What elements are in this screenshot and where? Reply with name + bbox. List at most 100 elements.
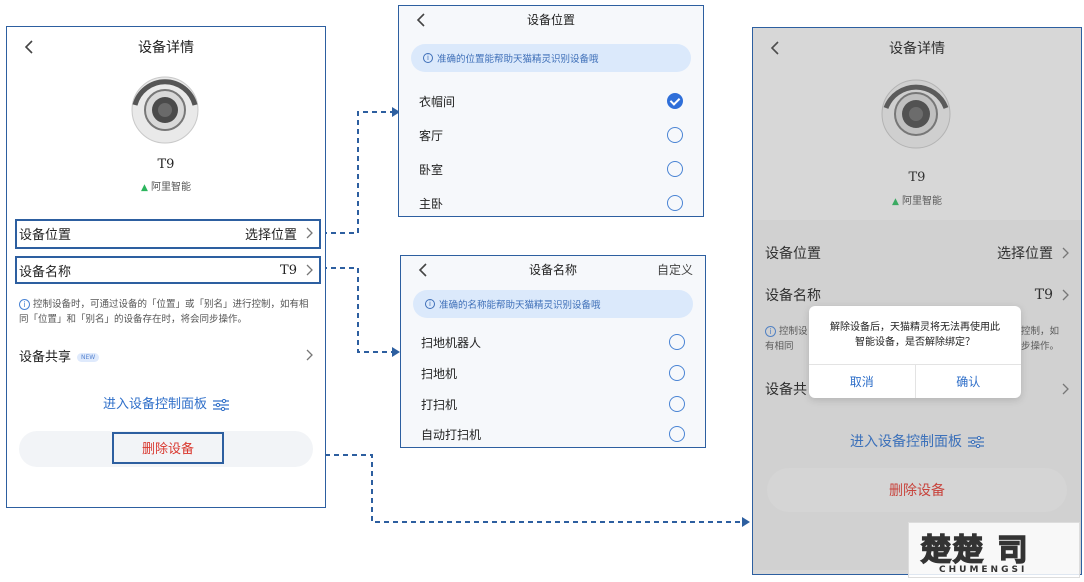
delete-device-button[interactable]: 删除设备 bbox=[889, 483, 945, 499]
name-row-highlight bbox=[15, 256, 321, 284]
back-arrow-icon[interactable] bbox=[19, 35, 39, 59]
chevron-right-icon bbox=[1062, 247, 1069, 259]
radio-icon[interactable] bbox=[667, 161, 683, 177]
name-value: T9 bbox=[280, 262, 297, 278]
option-label: 扫地机器人 bbox=[421, 335, 482, 350]
name-label: 设备名称 bbox=[765, 288, 821, 304]
watermark-text: 楚楚 司 bbox=[920, 532, 1030, 569]
dialog-buttons: 取消 确认 bbox=[809, 364, 1021, 398]
location-option[interactable]: 衣帽间 bbox=[399, 86, 703, 116]
sliders-icon bbox=[213, 398, 229, 411]
control-panel-link[interactable]: 进入设备控制面板 bbox=[753, 431, 1081, 451]
radio-icon[interactable] bbox=[667, 195, 683, 211]
name-row[interactable]: 设备名称 T9 bbox=[7, 256, 325, 284]
location-value: 选择位置 bbox=[244, 227, 297, 243]
back-arrow-icon[interactable] bbox=[765, 36, 785, 60]
chevron-right-icon bbox=[1062, 383, 1069, 395]
delete-button-bg bbox=[19, 431, 313, 467]
watermark-subtext: CHUMENGSI bbox=[939, 565, 1028, 575]
name-option[interactable]: 扫地机器人 bbox=[401, 327, 705, 357]
info-icon: i bbox=[19, 299, 30, 310]
name-tip-text: 准确的名称能帮助天猫精灵识别设备哦 bbox=[439, 300, 601, 311]
connector-name bbox=[322, 267, 392, 353]
brand-text: 阿里智能 bbox=[901, 196, 942, 207]
name-option[interactable]: 扫地机 bbox=[401, 358, 705, 388]
watermark-logo: 楚楚 司 CHUMENGSI bbox=[908, 522, 1080, 578]
location-row-highlight bbox=[15, 219, 321, 249]
cancel-button[interactable]: 取消 bbox=[849, 375, 874, 389]
brand-label: ▲阿里智能 bbox=[7, 178, 325, 193]
control-panel-link[interactable]: 进入设备控制面板 bbox=[7, 393, 325, 412]
confirm-button[interactable]: 确认 bbox=[914, 365, 1022, 398]
location-option[interactable]: 卧室 bbox=[399, 154, 703, 184]
header: 设备详情 bbox=[753, 28, 1081, 68]
control-panel-link-text: 进入设备控制面板 bbox=[850, 434, 962, 450]
robot-vacuum-icon bbox=[131, 76, 199, 144]
header: 设备名称 自定义 bbox=[401, 256, 705, 282]
radio-icon[interactable] bbox=[667, 127, 683, 143]
radio-icon[interactable] bbox=[669, 426, 685, 442]
chevron-right-icon bbox=[1062, 289, 1069, 301]
delete-device-button[interactable]: 删除设备 bbox=[112, 432, 224, 464]
name-label: 设备名称 bbox=[19, 264, 72, 280]
robot-vacuum-icon bbox=[881, 79, 951, 149]
share-label: 设备共 bbox=[765, 382, 807, 398]
radio-icon[interactable] bbox=[669, 396, 685, 412]
brand-label: ▲阿里智能 bbox=[753, 192, 1081, 207]
note-text: 控制设 bbox=[779, 326, 808, 337]
share-label: 设备共享 bbox=[19, 349, 72, 365]
brand-logo-icon: ▲ bbox=[141, 183, 148, 193]
brand-logo-icon: ▲ bbox=[892, 197, 899, 207]
location-label: 设备位置 bbox=[19, 227, 72, 243]
radio-icon[interactable] bbox=[669, 334, 685, 350]
share-row[interactable]: 设备共 bbox=[753, 374, 1081, 404]
name-row[interactable]: 设备名称 T9 bbox=[753, 280, 1081, 310]
page-title: 设备详情 bbox=[138, 40, 194, 56]
location-row[interactable]: 设备位置 选择位置 bbox=[7, 219, 325, 247]
name-option[interactable]: 自动打扫机 bbox=[401, 419, 705, 447]
note-text: 有相同 bbox=[765, 341, 794, 352]
name-value: T9 bbox=[1034, 287, 1053, 303]
location-row[interactable]: 设备位置 选择位置 bbox=[753, 238, 1081, 268]
arrowhead-delete bbox=[742, 517, 750, 527]
chevron-right-icon bbox=[306, 349, 313, 361]
dialog-line: 智能设备，是否解除绑定？ bbox=[855, 337, 975, 348]
page-title: 设备详情 bbox=[889, 41, 945, 57]
control-panel-link-text: 进入设备控制面板 bbox=[102, 397, 207, 412]
location-value: 选择位置 bbox=[997, 246, 1053, 262]
chevron-right-icon bbox=[306, 264, 313, 276]
name-option[interactable]: 打扫机 bbox=[401, 389, 705, 419]
delete-button-bg bbox=[767, 468, 1067, 512]
arrowhead-name bbox=[392, 347, 400, 357]
control-note-right: 控制，如步操作。 bbox=[1021, 324, 1077, 354]
custom-name-button[interactable]: 自定义 bbox=[656, 262, 693, 277]
page-title: 设备名称 bbox=[528, 262, 577, 277]
control-note-text: 控制设备时，可通过设备的「位置」或「别名」进行控制，如有相同「位置」和「别名」的… bbox=[19, 299, 309, 325]
info-icon: i bbox=[765, 326, 776, 337]
option-label: 打扫机 bbox=[421, 397, 458, 412]
location-option[interactable]: 主卧 bbox=[399, 188, 703, 216]
location-label: 设备位置 bbox=[765, 246, 821, 262]
back-arrow-icon[interactable] bbox=[411, 8, 431, 32]
option-label: 客厅 bbox=[419, 128, 444, 143]
note-text: 步操作。 bbox=[1021, 341, 1060, 352]
arrowhead-location bbox=[392, 107, 400, 117]
dialog-line: 解除设备后，天猫精灵将无法再使用此 bbox=[830, 322, 1000, 333]
radio-checked-icon[interactable] bbox=[667, 93, 683, 109]
connector-location bbox=[322, 111, 392, 234]
modal-overlay bbox=[753, 28, 1081, 574]
radio-icon[interactable] bbox=[669, 365, 685, 381]
option-label: 衣帽间 bbox=[419, 94, 456, 109]
header: 设备详情 bbox=[7, 27, 325, 67]
header: 设备位置 bbox=[399, 6, 703, 32]
back-arrow-icon[interactable] bbox=[413, 258, 433, 282]
option-label: 扫地机 bbox=[421, 366, 458, 381]
location-option[interactable]: 客厅 bbox=[399, 120, 703, 150]
brand-text: 阿里智能 bbox=[150, 182, 191, 193]
